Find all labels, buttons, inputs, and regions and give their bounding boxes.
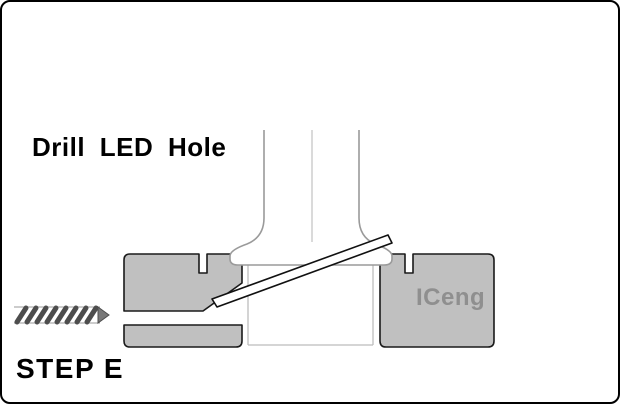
- right-block-shape: [379, 253, 495, 348]
- right-block-label: ICeng: [416, 284, 485, 311]
- diagram-title: Drill LED Hole: [32, 132, 226, 162]
- left-block-upper: [123, 253, 243, 312]
- step-label: STEP E: [16, 353, 124, 384]
- right-block: ICeng: [379, 253, 495, 348]
- drill-bit-icon: [14, 305, 110, 325]
- left-block: [123, 253, 243, 348]
- angled-drill-rod-icon: [211, 234, 393, 308]
- drill-bit-tip: [97, 306, 110, 324]
- left-block-lower: [123, 324, 243, 348]
- led-cavity-lines: [247, 265, 374, 346]
